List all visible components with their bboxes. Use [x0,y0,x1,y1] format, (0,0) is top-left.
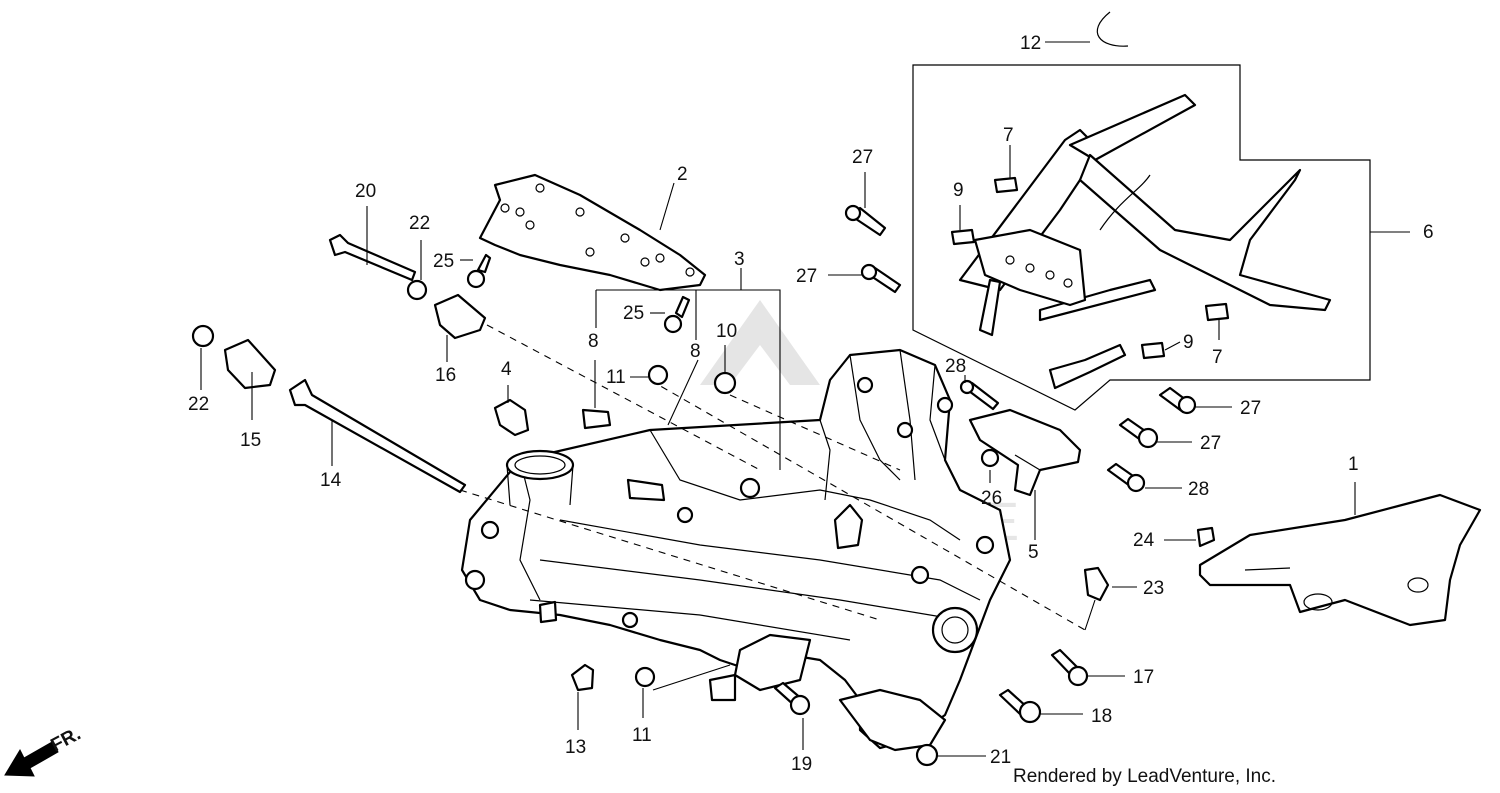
callout-14: 14 [320,470,342,491]
callout-27-right-1: 27 [1240,398,1261,419]
callout-7-bottom: 7 [1212,347,1223,368]
front-direction-arrow: FR. [4,724,84,777]
callout-26: 26 [981,488,1002,509]
callout-3: 3 [734,249,745,270]
callout-25-left: 25 [433,251,454,272]
callout-8-left: 8 [588,331,599,352]
callout-20: 20 [355,181,376,202]
rendered-by-credit: Rendered by LeadVenture, Inc. [1013,766,1276,787]
callout-10: 10 [716,321,737,342]
callout-27-right-2: 27 [1200,433,1221,454]
callout-19: 19 [791,754,812,775]
callout-8-right: 8 [690,341,701,362]
callout-5: 5 [1028,542,1039,563]
fasteners [191,11,1230,767]
callout-1: 1 [1348,454,1359,475]
callout-11-bottom: 11 [632,725,652,746]
callout-17: 17 [1133,667,1154,688]
callout-24: 24 [1133,530,1155,551]
main-frame-body [460,348,1012,752]
callout-28-right: 28 [1188,479,1209,500]
part-2-bracket-plate [478,173,707,292]
callout-27-mid: 27 [796,266,817,287]
part-1-cover-plate [1198,493,1482,627]
callout-2: 2 [677,164,688,185]
callout-labels: 1 2 3 4 5 6 7 7 8 8 9 9 10 11 11 12 13 1… [188,33,1434,775]
callout-23: 23 [1143,578,1164,599]
callout-25-right: 25 [623,303,644,324]
callout-7-top: 7 [1003,125,1014,146]
callout-13: 13 [565,737,586,758]
callout-16: 16 [435,365,456,386]
callout-11-top: 11 [606,367,626,388]
callout-28-top: 28 [945,356,966,377]
callout-21: 21 [990,747,1011,768]
callout-18: 18 [1091,706,1112,727]
leader-lines [200,41,1410,757]
callout-27-top: 27 [852,147,873,168]
callout-12: 12 [1020,33,1041,54]
callout-22-top: 22 [409,213,430,234]
callout-4: 4 [501,359,512,380]
callout-6: 6 [1423,222,1434,243]
part-5-bracket [968,408,1082,497]
callout-15: 15 [240,430,261,451]
part-6-rear-subframe [912,64,1371,411]
callout-9-bottom: 9 [1183,332,1194,353]
callout-9-top: 9 [953,180,964,201]
callout-22-bottom: 22 [188,394,209,415]
